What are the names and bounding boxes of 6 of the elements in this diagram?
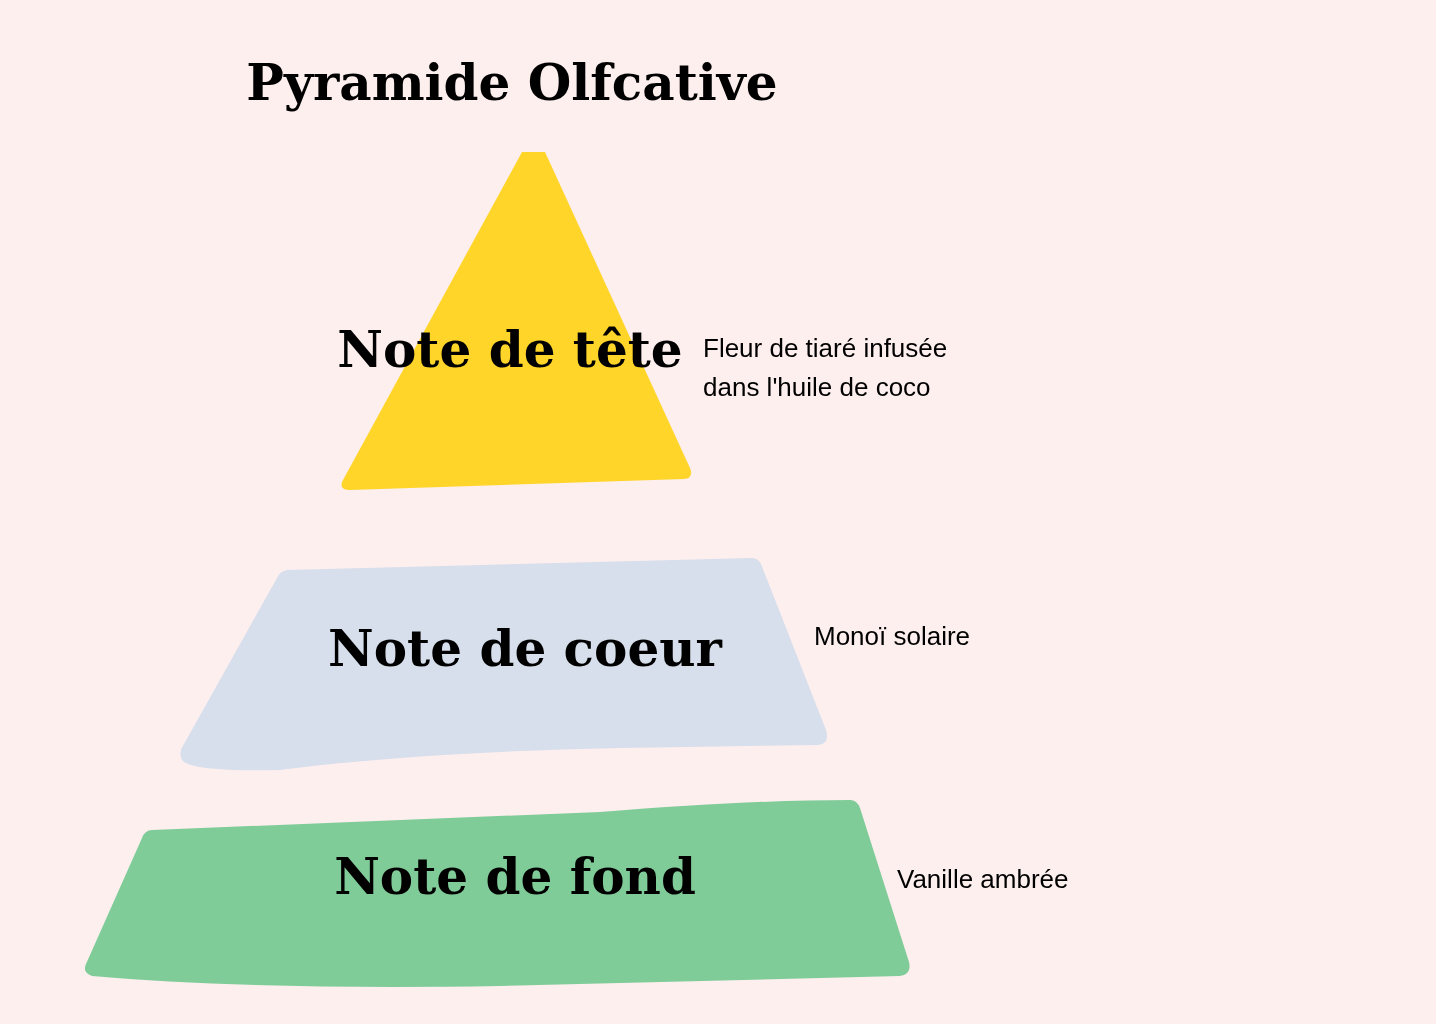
tier-heading: Note de coeur [327, 618, 724, 680]
note-description: Fleur de tiaré infusée dans l'huile de coco [703, 332, 949, 404]
note-description: Vanille ambrée [897, 863, 1070, 896]
diagram-title: Pyramide Olfcative [245, 52, 779, 114]
note-description: Monoï solaire [814, 620, 972, 653]
tier-heading: Note de fond [333, 846, 697, 908]
